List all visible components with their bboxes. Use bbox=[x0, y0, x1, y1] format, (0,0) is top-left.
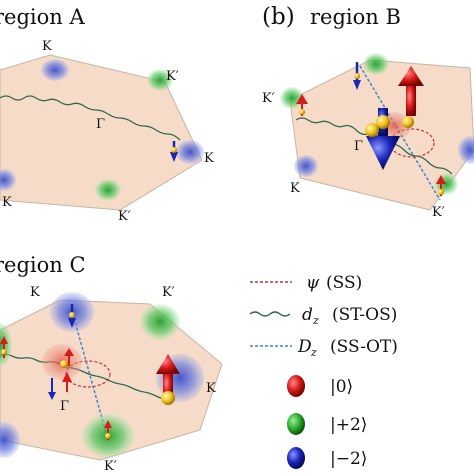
legend-state-0-label: |0⟩ bbox=[330, 377, 353, 397]
panel-b-label-k2: K bbox=[290, 181, 300, 196]
legend-state-plus2: |+2⟩ bbox=[287, 413, 367, 435]
panel-a-green-valley bbox=[95, 179, 121, 201]
panel-a: region A K K′ Γ K K K′ bbox=[0, 5, 214, 224]
panel-a-spin-arrow bbox=[170, 141, 178, 162]
panel-a-blue-valley bbox=[176, 140, 204, 164]
legend-state-minus2: |−2⟩ bbox=[287, 447, 367, 469]
panel-c-label-k4: K′ bbox=[104, 459, 117, 474]
panel-b-blue-valley bbox=[294, 155, 318, 177]
panel-b-blue-valley bbox=[458, 136, 474, 164]
panel-b-yellow-ball bbox=[376, 115, 390, 129]
legend-Dz-label: (SS-OT) bbox=[330, 337, 398, 357]
panel-c-spin-arrow-small-blue bbox=[48, 378, 56, 400]
panel-a-dz-line bbox=[0, 95, 181, 141]
panel-a-label-k3: K bbox=[204, 151, 214, 166]
panel-c-green-valley bbox=[0, 323, 12, 367]
panel-b-yellow-ball bbox=[365, 123, 379, 137]
panel-a-label-k2: K′ bbox=[166, 69, 179, 84]
panel-a-title: region A bbox=[0, 5, 85, 29]
panel-c-label-k1: K bbox=[30, 285, 40, 300]
panel-c-label-k3: K bbox=[206, 381, 216, 396]
legend-psi: ψ (SS) bbox=[250, 273, 362, 293]
legend-Dz: D z (SS-OT) bbox=[250, 337, 398, 359]
panel-a-label-k5: K′ bbox=[118, 209, 131, 224]
panel-c-dz-line bbox=[0, 353, 169, 401]
legend-Dz-sub: z bbox=[310, 346, 317, 359]
panel-b-yellow-ball bbox=[402, 116, 414, 128]
panel-b-spin-arrow-bottom bbox=[436, 175, 446, 196]
legend-state-minus2-label: |−2⟩ bbox=[330, 449, 367, 469]
panel-b-tag: (b) bbox=[262, 4, 295, 30]
panel-c-label-gamma: Γ bbox=[60, 399, 69, 414]
legend-dz-sub: z bbox=[312, 314, 319, 327]
panel-a-label-gamma: Γ bbox=[96, 117, 105, 132]
legend-blue-ball-icon bbox=[287, 447, 305, 469]
legend-psi-symbol: ψ bbox=[306, 273, 320, 293]
panel-b-label-gamma: Γ bbox=[354, 139, 363, 154]
panel-b-green-valley bbox=[363, 53, 389, 75]
legend-Dz-symbol: D bbox=[297, 337, 312, 357]
legend-green-ball-icon bbox=[287, 413, 305, 435]
panel-c-spin-arrow-mid bbox=[62, 372, 72, 392]
panel-c-blue-valley bbox=[0, 422, 20, 458]
panel-a-blue-valley bbox=[41, 59, 69, 81]
panel-c-spin-arrow-left bbox=[0, 336, 8, 358]
legend-dz-label: (ST-OS) bbox=[332, 305, 397, 325]
legend-psi-label: (SS) bbox=[326, 273, 362, 293]
panel-c-spin-arrow-top bbox=[68, 304, 76, 328]
panel-b-Dz-line bbox=[359, 65, 441, 201]
legend-dz: d z (ST-OS) bbox=[249, 305, 397, 327]
panel-b-big-red-arrow bbox=[398, 66, 424, 116]
legend-red-ball-icon bbox=[287, 375, 305, 397]
legend-state-0: |0⟩ bbox=[287, 375, 353, 397]
panel-a-label-k1: K bbox=[42, 39, 52, 54]
panel-b-label-k3: K′ bbox=[432, 205, 445, 220]
panel-a-label-k4: K bbox=[2, 195, 12, 210]
panel-c-title: region C bbox=[0, 253, 86, 277]
panel-b-spin-arrow-left bbox=[296, 94, 308, 116]
panel-a-blue-valley bbox=[0, 169, 16, 191]
panel-c-label-k2: K′ bbox=[162, 285, 175, 300]
panel-c-spin-arrow-center bbox=[60, 348, 74, 368]
panel-c-green-valley bbox=[140, 304, 180, 340]
legend-state-plus2-label: |+2⟩ bbox=[330, 415, 367, 435]
panel-a-green-valley bbox=[147, 69, 173, 91]
legend-dz-symbol: d bbox=[302, 305, 313, 325]
panel-a-hexagon bbox=[0, 54, 203, 211]
panel-c-spin-arrow-bottom bbox=[104, 420, 112, 440]
legend-dz-swatch bbox=[249, 311, 291, 317]
legend: ψ (SS) d z (ST-OS) D z (SS-OT) |0⟩ |+2⟩ … bbox=[249, 273, 398, 469]
panel-c-big-red-arrow bbox=[156, 354, 180, 405]
panel-b-spin-arrow-top bbox=[353, 62, 361, 90]
panel-c: region C K K′ Γ K K′ bbox=[0, 253, 223, 474]
panel-b: (b) region B K′ Γ K K′ bbox=[262, 4, 474, 220]
panel-b-label-k1: K′ bbox=[262, 91, 275, 106]
panel-b-title: region B bbox=[310, 5, 401, 29]
